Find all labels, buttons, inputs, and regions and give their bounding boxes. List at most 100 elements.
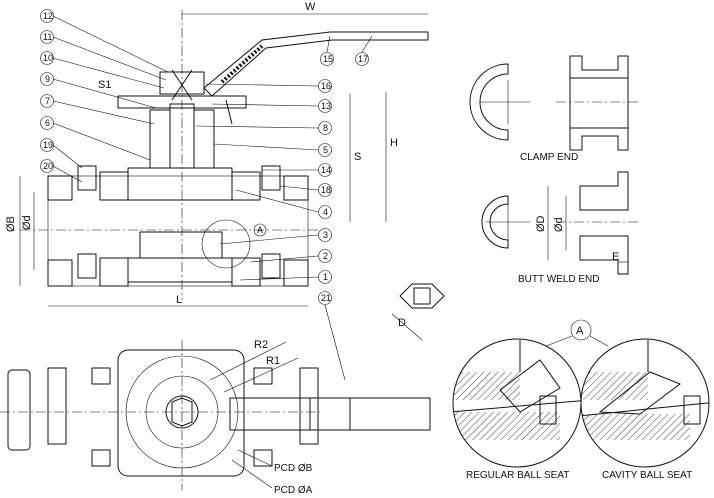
balloon-15 <box>320 52 334 66</box>
balloon-18-label: 18 <box>321 185 331 195</box>
locking-pin <box>225 99 233 125</box>
balloon-12-label: 12 <box>43 11 53 21</box>
dim-r1-label: R1 <box>266 355 280 367</box>
dim-r2-label: R2 <box>254 339 268 351</box>
balloon-1-label: 1 <box>323 272 328 282</box>
detail-circle <box>201 219 251 269</box>
bolt-top-right <box>261 165 281 191</box>
balloons-top-right: 15 17 <box>320 35 373 66</box>
radius-leaders <box>209 341 299 393</box>
butt-weld-caption: BUTT WELD END <box>518 274 600 285</box>
dim-d-line <box>391 313 423 341</box>
balloon-21-label: 21 <box>321 293 331 303</box>
clamp-end-caption: CLAMP END <box>520 152 578 163</box>
dim-s1-label: S1 <box>98 79 111 91</box>
balloon-4-label: 4 <box>323 207 328 217</box>
balloon-10-label: 10 <box>43 53 53 63</box>
detail-marker-label: A <box>257 225 263 235</box>
clamp-end-arc <box>469 63 509 141</box>
stem-nut-cross <box>171 69 193 101</box>
bottom-elevation-view: R2 R1 PCD ØB PCD ØA <box>0 339 431 496</box>
stem-nut-view: D <box>391 283 445 341</box>
detail-a-balloon <box>570 319 592 341</box>
right-flange-bottom <box>283 259 309 287</box>
balloon-2 <box>318 249 332 263</box>
balloon-21 <box>318 291 332 305</box>
end-flange-right <box>299 367 319 445</box>
leader-15-17 <box>326 35 373 53</box>
bolt-top-left <box>77 165 97 191</box>
bolt-2 <box>91 449 111 467</box>
leader-lines-left <box>52 15 169 183</box>
balloons-right: 16 13 8 5 14 18 4 3 2 1 21 <box>195 79 346 381</box>
balloon-14 <box>318 163 332 177</box>
left-cap-bottom <box>99 257 129 287</box>
butt-weld-end-view: ØD Ød E BUTT WELD END <box>481 171 640 285</box>
clamp-end-top-wall <box>569 55 629 79</box>
butt-weld-arc <box>481 195 509 249</box>
main-dimensions: W H S S1 L ØB Ød A <box>5 1 428 307</box>
body-square <box>117 349 245 477</box>
bolt-bottom-left <box>77 253 97 279</box>
balloon-14-label: 14 <box>321 165 331 175</box>
butt-weld-e-label: E <box>612 251 619 263</box>
handle-grip <box>220 44 264 84</box>
bonnet-right <box>193 109 215 169</box>
bolt-bottom-right <box>261 253 281 279</box>
leader-lines-right <box>195 83 346 381</box>
balloon-11-label: 11 <box>43 32 52 42</box>
cavity-seat-detail <box>581 340 709 467</box>
balloons-left: 12 11 10 9 7 6 19 20 <box>40 9 169 183</box>
dim-ob-label: ØB <box>5 216 17 232</box>
balloon-16-label: 16 <box>321 81 331 91</box>
balloon-18 <box>318 183 332 197</box>
handle <box>203 31 429 97</box>
balloon-19-label: 19 <box>43 140 53 150</box>
main-section-view <box>20 10 429 300</box>
balloon-17 <box>355 52 369 66</box>
butt-weld-bottom-wall <box>579 235 629 275</box>
detail-a-balloon-label: A <box>576 325 584 337</box>
dim-od-label: Ød <box>21 215 33 230</box>
butt-weld-top-wall <box>579 171 629 211</box>
cavity-seat-caption: CAVITY BALL SEAT <box>602 470 692 481</box>
bolt-3 <box>253 367 273 385</box>
butt-weld-id-label: Ød <box>553 217 565 232</box>
dim-w-label: W <box>305 1 316 13</box>
bolt-1 <box>91 367 111 385</box>
center-body-top <box>127 167 233 201</box>
clamp-end-bottom-wall <box>569 127 629 151</box>
balloon-6-label: 6 <box>45 118 50 128</box>
end-flange-left <box>47 367 67 445</box>
handle-lever <box>229 397 351 431</box>
right-flange-top <box>283 175 309 201</box>
pcd-leaders <box>231 449 273 489</box>
balloon-5-label: 5 <box>323 145 328 155</box>
cavity-seat-circle <box>580 338 710 468</box>
dim-l-label: L <box>176 294 182 306</box>
regular-seat-caption: REGULAR BALL SEAT <box>466 470 569 481</box>
clamp-end-view: CLAMP END <box>469 55 640 163</box>
detail-a-views: A REGULAR BALL SEAT CAVITY BALL SEAT <box>452 319 710 481</box>
mounting-pad <box>117 95 247 109</box>
balloon-9-label: 9 <box>45 74 50 84</box>
balloon-3-label: 3 <box>323 230 328 240</box>
balloon-19 <box>40 138 54 152</box>
balloon-8 <box>318 121 332 135</box>
dim-s-label: S <box>354 151 361 163</box>
balloon-1 <box>318 270 332 284</box>
balloon-3 <box>318 228 332 242</box>
balloon-13-label: 13 <box>321 101 331 111</box>
pcd-b-label: PCD ØB <box>274 463 313 474</box>
balloon-2-label: 2 <box>323 251 328 261</box>
detail-marker <box>253 223 267 237</box>
stem-nut <box>159 71 205 95</box>
handle-end <box>7 369 31 451</box>
balloon-15-label: 15 <box>323 54 333 64</box>
balloon-20-label: 20 <box>43 161 53 171</box>
dim-h-label: H <box>390 137 398 149</box>
center-body-bottom <box>127 257 233 283</box>
ball-section <box>139 231 223 259</box>
hex-nut-square <box>413 287 431 305</box>
